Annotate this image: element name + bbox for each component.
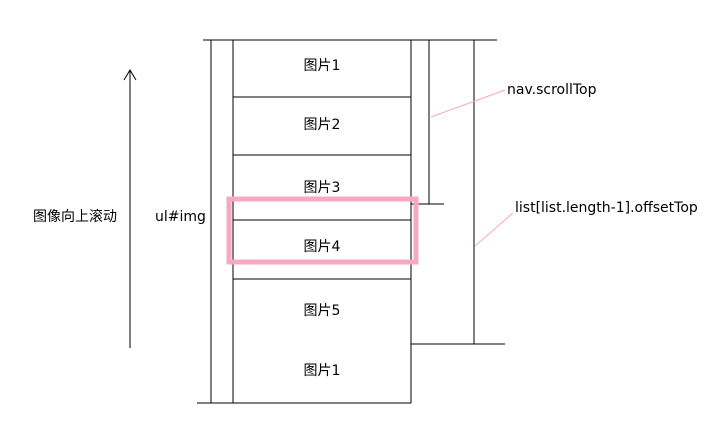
list-item-label: 图片4 [303, 239, 341, 255]
list-item-label: 图片1 [303, 363, 341, 379]
scroll-arrow-head [123, 69, 137, 81]
offsettop-callout-line [474, 212, 514, 247]
list-item-label: 图片2 [303, 117, 341, 133]
nav-scrolltop-label: nav.scrollTop [507, 82, 597, 98]
list-item-label: 图片3 [303, 180, 341, 196]
list-item-label: 图片5 [303, 303, 341, 319]
scroll-direction-label: 图像向上滚动 [33, 209, 117, 225]
highlight-box [226, 196, 419, 265]
last-item-offsettop-label: list[list.length-1].offsetTop [515, 200, 698, 216]
list-label: ul#img [155, 209, 206, 225]
scrolltop-callout-line [430, 89, 506, 118]
list-item-label: 图片1 [303, 58, 341, 74]
